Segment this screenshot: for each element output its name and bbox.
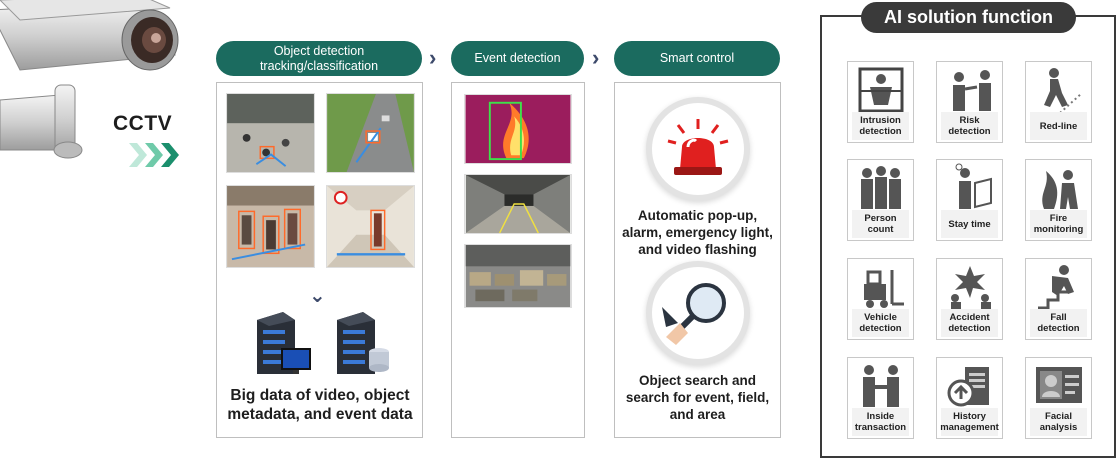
- cctv-camera-icon: [0, 0, 179, 159]
- warehouse-event-photo: [464, 244, 572, 308]
- redline-icon: [1044, 68, 1083, 114]
- function-tile-redline: Red-line: [1025, 61, 1092, 143]
- server-monitor-icon: [257, 312, 311, 374]
- search-caption: Object search and search for event, fiel…: [625, 373, 770, 422]
- magnifier-search-icon: [662, 283, 726, 345]
- corridor-event-photo: [464, 174, 572, 234]
- emergency-light-icon: [667, 119, 729, 175]
- handshake-icon: [863, 365, 899, 407]
- alarm-circle: [652, 103, 744, 195]
- person-count-icon: [861, 166, 901, 209]
- tracking-photo-road: [326, 93, 415, 173]
- function-tile-intrusion: Intrusion detection: [847, 61, 914, 143]
- face-icon: [1036, 367, 1082, 403]
- event-detection-header: Event detection: [451, 41, 584, 76]
- chevron-right-icon: ›: [429, 45, 437, 70]
- search-circle: [652, 267, 744, 359]
- tracking-photo-hallway: [326, 185, 415, 268]
- ai-solution-title: AI solution function: [861, 2, 1076, 33]
- forklift-icon: [864, 270, 904, 308]
- cctv-label: CCTV: [113, 112, 173, 135]
- chevron-down-icon: ⌄: [309, 285, 326, 307]
- big-data-caption: Big data of video, object metadata, and …: [227, 387, 413, 423]
- function-tile-history: History management: [936, 357, 1003, 439]
- stay-time-icon: [955, 163, 992, 209]
- alarm-caption: Automatic pop-up, alarm, emergency light…: [622, 208, 773, 257]
- signal-waves-icon: [129, 143, 179, 167]
- history-icon: [947, 367, 989, 407]
- function-tile-stay-time: Stay time: [936, 159, 1003, 241]
- risk-icon: [953, 70, 991, 111]
- function-tile-fire: Fire monitoring: [1025, 159, 1092, 241]
- function-tile-fall: Fall detection: [1025, 258, 1092, 340]
- chevron-right-icon: ›: [592, 45, 600, 70]
- function-tile-risk: Risk detection: [936, 61, 1003, 143]
- server-database-icon: [337, 312, 389, 374]
- fire-icon: [1042, 170, 1078, 209]
- function-tile-person-count: Person count: [847, 159, 914, 241]
- intrusion-icon: [858, 67, 904, 113]
- function-tile-vehicle: Vehicle detection: [847, 258, 914, 340]
- function-tile-facial: Facial analysis: [1025, 357, 1092, 439]
- fall-icon: [1038, 265, 1074, 310]
- function-tile-accident: Accident detection: [936, 258, 1003, 340]
- tracking-photo-crowd: [226, 185, 315, 268]
- tracking-photo-station: [226, 93, 315, 173]
- accident-icon: [951, 266, 991, 310]
- object-detection-header: Object detection tracking/classification: [216, 41, 422, 76]
- smart-control-header: Smart control: [614, 41, 780, 76]
- function-tile-inside-transaction: Inside transaction: [847, 357, 914, 439]
- fire-event-photo: [464, 94, 572, 164]
